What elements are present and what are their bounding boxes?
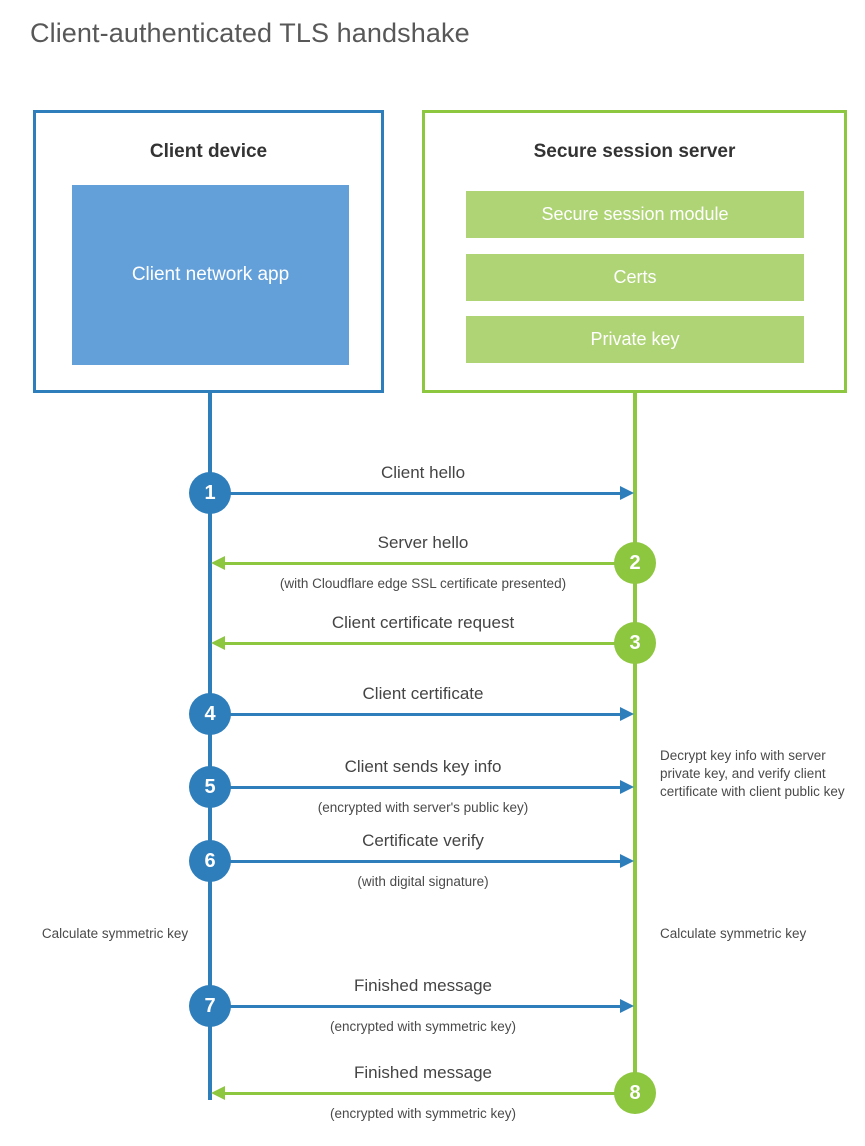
message-label-1: Client hello (380, 463, 466, 482)
server-component-private-key: Private key (466, 316, 804, 363)
message-label-7: Finished message (354, 976, 492, 995)
message-sublabel-7: (encrypted with symmetric key) (329, 1019, 517, 1034)
server-calculate-symmetric-key-annotation: Calculate symmetric key (660, 926, 807, 941)
server-lifeline (633, 393, 637, 1093)
arrow-line-8 (218, 1092, 635, 1095)
arrow-line-1 (210, 492, 626, 495)
message-label-5: Client sends key info (344, 757, 502, 776)
server-component-certs: Certs (466, 254, 804, 301)
page-title: Client-authenticated TLS handshake (30, 18, 470, 48)
arrow-head-icon-3 (211, 636, 225, 650)
client-lifeline (208, 393, 212, 1100)
arrow-head-icon-7 (620, 999, 634, 1013)
step-badge-2: 2 (614, 542, 656, 584)
arrow-line-7 (210, 1005, 626, 1008)
arrow-line-6 (210, 860, 626, 863)
arrow-head-icon-2 (211, 556, 225, 570)
message-label-2: Server hello (377, 533, 469, 552)
step-badge-5: 5 (189, 766, 231, 808)
client-network-app-block: Client network app (72, 185, 349, 365)
arrow-line-4 (210, 713, 626, 716)
step-badge-7: 7 (189, 985, 231, 1027)
step-badge-3: 3 (614, 622, 656, 664)
message-label-3: Client certificate request (331, 613, 515, 632)
server-decrypt-annotation: Decrypt key info with server private key… (660, 748, 845, 799)
message-sublabel-6: (with digital signature) (357, 874, 489, 889)
secure-session-server-box: Secure session server Secure session mod… (422, 110, 847, 393)
message-sublabel-8: (encrypted with symmetric key) (329, 1106, 517, 1121)
step-badge-6: 6 (189, 840, 231, 882)
message-label-6: Certificate verify (362, 831, 484, 850)
arrow-head-icon-4 (620, 707, 634, 721)
step-badge-8: 8 (614, 1072, 656, 1114)
arrow-head-icon-5 (620, 780, 634, 794)
arrow-line-5 (210, 786, 626, 789)
server-component-secure-session-module: Secure session module (466, 191, 804, 238)
step-badge-1: 1 (189, 472, 231, 514)
secure-session-server-title: Secure session server (533, 141, 736, 162)
message-sublabel-2: (with Cloudflare edge SSL certificate pr… (279, 576, 567, 591)
message-label-8: Finished message (354, 1063, 492, 1082)
message-sublabel-5: (encrypted with server's public key) (317, 800, 529, 815)
arrow-line-3 (218, 642, 635, 645)
arrow-head-icon-1 (620, 486, 634, 500)
client-calculate-symmetric-key-annotation: Calculate symmetric key (41, 926, 189, 941)
client-device-box: Client device Client network app (33, 110, 384, 393)
arrow-line-2 (218, 562, 635, 565)
arrow-head-icon-6 (620, 854, 634, 868)
arrow-head-icon-8 (211, 1086, 225, 1100)
message-label-4: Client certificate (362, 684, 484, 703)
client-device-title: Client device (149, 141, 268, 162)
step-badge-4: 4 (189, 693, 231, 735)
